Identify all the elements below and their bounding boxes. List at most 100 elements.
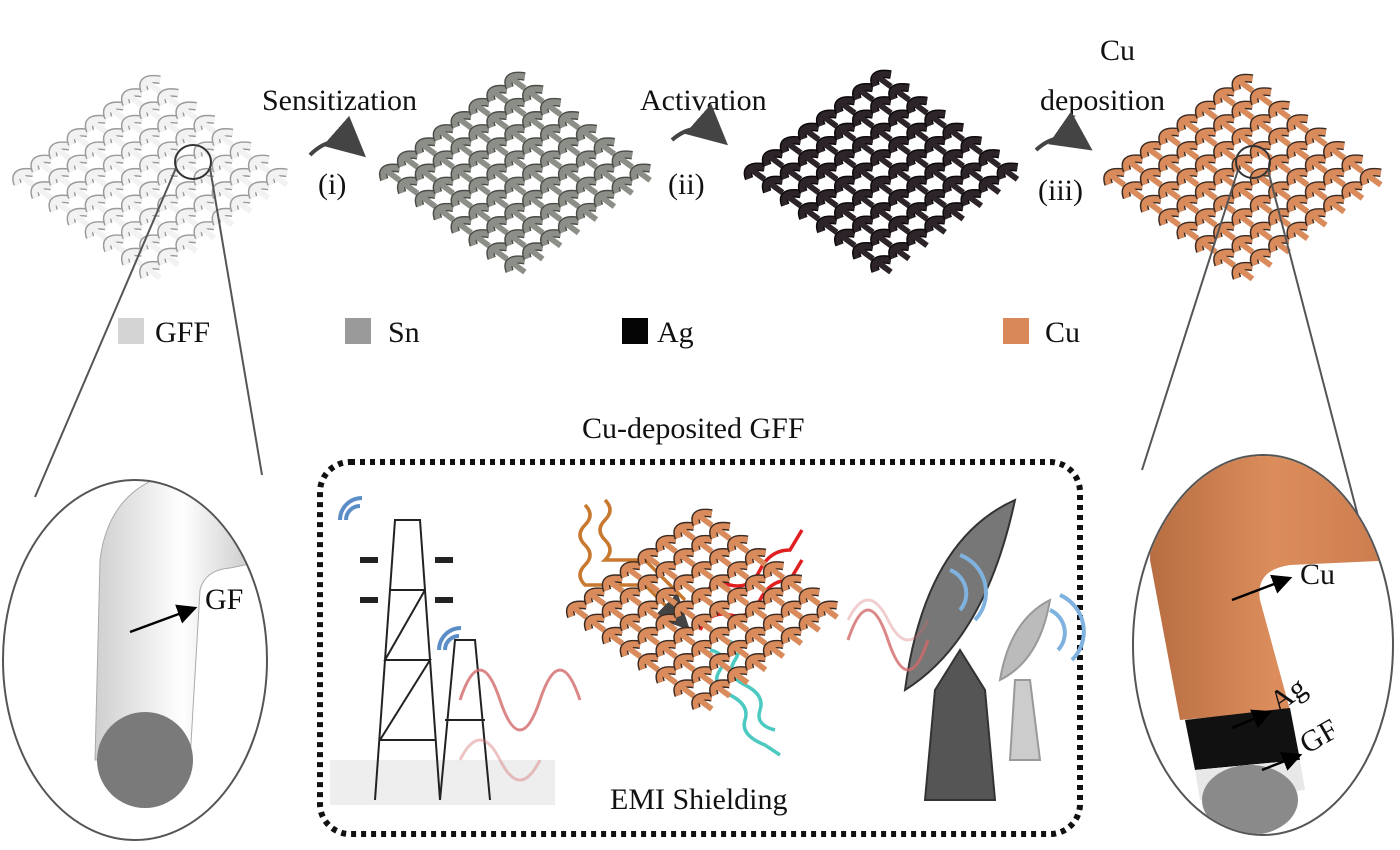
fiber-strand bbox=[490, 219, 509, 236]
fiber-strand bbox=[946, 125, 965, 142]
fiber-strand bbox=[1290, 198, 1310, 215]
fiber-strand bbox=[34, 157, 53, 174]
fiber-strand bbox=[605, 577, 625, 594]
fiber-strand bbox=[1180, 171, 1200, 188]
fiber-strand bbox=[910, 152, 929, 169]
fiber-strand bbox=[1253, 171, 1273, 188]
fiber-strand bbox=[641, 577, 660, 594]
fiber-strand bbox=[197, 118, 217, 135]
fiber-strand bbox=[1216, 171, 1237, 188]
fiber-strand bbox=[418, 193, 438, 209]
fiber-strand bbox=[436, 153, 455, 170]
fiber-strand bbox=[507, 179, 527, 196]
fiber-strand bbox=[52, 197, 72, 214]
fiber-strand bbox=[873, 178, 893, 195]
fiber-strand bbox=[507, 127, 527, 144]
zoom-marker-right bbox=[1235, 145, 1271, 179]
fiber-strand bbox=[910, 178, 929, 195]
fiber-strand bbox=[783, 165, 803, 182]
fabric-sn bbox=[378, 71, 652, 275]
fiber-strand bbox=[694, 643, 714, 659]
fiber-strand bbox=[784, 603, 804, 620]
fiber-strand bbox=[694, 564, 714, 581]
fiber-strand bbox=[1161, 184, 1182, 201]
fiber-strand bbox=[1308, 211, 1328, 228]
fiber-strand bbox=[694, 590, 714, 607]
fiber-strand bbox=[490, 114, 509, 131]
fiber-strand bbox=[454, 166, 473, 183]
fiber-strand bbox=[1271, 184, 1291, 201]
fiber-strand bbox=[34, 184, 53, 201]
fiber-strand bbox=[615, 179, 634, 196]
fiber-strand bbox=[1326, 171, 1346, 188]
fiber-strand bbox=[142, 264, 162, 281]
fiber-strand bbox=[1290, 117, 1310, 134]
fiber-strand bbox=[783, 192, 803, 209]
fiber-strand bbox=[106, 131, 126, 148]
fiber-strand bbox=[587, 590, 607, 607]
center-title: Cu-deposited GFF bbox=[582, 412, 805, 445]
fiber-strand bbox=[160, 197, 180, 214]
fiber-strand bbox=[1198, 184, 1218, 201]
fiber-strand bbox=[801, 178, 821, 195]
wave-right-icon bbox=[846, 598, 930, 672]
fiber-strand bbox=[855, 192, 875, 209]
fiber-strand bbox=[766, 590, 786, 607]
fiber-strand bbox=[251, 184, 271, 201]
fiber-strand bbox=[561, 114, 581, 131]
fiber-strand bbox=[837, 99, 857, 116]
zoom-circle-cu bbox=[1132, 454, 1394, 836]
fiber-strand bbox=[490, 140, 509, 157]
wifi-signal-icon bbox=[338, 496, 462, 651]
fiber-strand bbox=[543, 127, 563, 144]
cu-label-right: Cu bbox=[1300, 558, 1336, 591]
fiber-strand bbox=[269, 171, 289, 188]
fiber-strand bbox=[1216, 224, 1237, 242]
fiber-strand bbox=[179, 184, 198, 201]
fiber-strand bbox=[106, 211, 126, 228]
fiber-strand bbox=[587, 616, 607, 633]
fiber-strand bbox=[124, 224, 144, 241]
fiber-strand bbox=[748, 630, 768, 646]
fiber-strand bbox=[179, 211, 198, 228]
fiber-strand bbox=[873, 231, 893, 248]
fiber-strand bbox=[1308, 184, 1328, 201]
fiber-strand bbox=[891, 86, 911, 103]
fiber-strand bbox=[694, 695, 714, 712]
fiber-strand bbox=[891, 112, 911, 129]
fiber-strand bbox=[891, 192, 911, 209]
fiber-strand bbox=[106, 184, 126, 201]
fiber-strand bbox=[142, 157, 162, 174]
step-sensitization-label: Sensitization bbox=[262, 84, 417, 117]
fiber-strand bbox=[597, 193, 617, 209]
fiber-strand bbox=[730, 564, 750, 581]
fiber-strand bbox=[142, 211, 162, 228]
fiber-strand bbox=[928, 112, 947, 129]
fiber-strand bbox=[1143, 144, 1163, 161]
fiber-strand bbox=[623, 643, 642, 659]
emi-shielding-label: EMI Shielding bbox=[610, 783, 788, 816]
fiber-strand bbox=[615, 153, 634, 170]
legend-label-ag: Ag bbox=[657, 316, 694, 349]
fiber-strand bbox=[418, 166, 438, 183]
fiber-strand bbox=[855, 218, 875, 235]
fiber-strand bbox=[730, 538, 750, 554]
fiber-strand bbox=[928, 192, 947, 209]
fiber-strand bbox=[507, 258, 527, 275]
fiber-strand bbox=[579, 127, 599, 144]
fiber-strand bbox=[233, 197, 253, 214]
fiber-strand bbox=[543, 232, 563, 249]
fiber-strand bbox=[694, 669, 714, 686]
fiber-strand bbox=[472, 206, 491, 222]
fiber-strand bbox=[1180, 144, 1200, 161]
fiber-strand bbox=[160, 224, 180, 241]
fiber-strand bbox=[837, 205, 857, 222]
fiber-strand bbox=[766, 564, 786, 581]
fiber-strand bbox=[659, 669, 678, 686]
fiber-strand bbox=[1326, 198, 1346, 215]
fiber-strand bbox=[597, 166, 617, 183]
fiber-strand bbox=[605, 630, 625, 646]
fiber-strand bbox=[819, 218, 839, 235]
fiber-strand bbox=[730, 590, 750, 607]
fiber-strand bbox=[765, 152, 785, 169]
